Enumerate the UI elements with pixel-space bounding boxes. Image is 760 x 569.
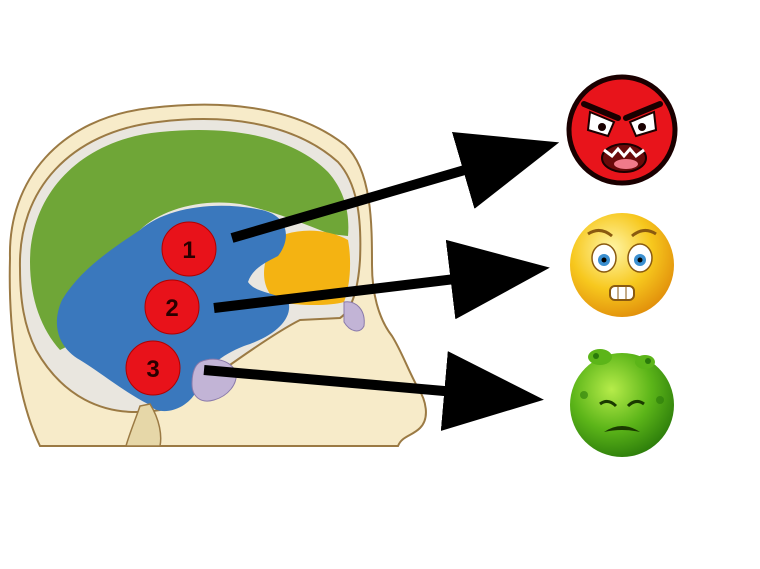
head-illustration xyxy=(10,105,426,446)
scared-face-icon xyxy=(570,213,674,317)
marker-label-1: 1 xyxy=(182,237,195,264)
marker-3: 3 xyxy=(126,341,180,395)
marker-label-3: 3 xyxy=(146,356,159,383)
marker-2: 2 xyxy=(145,280,199,334)
marker-label-2: 2 xyxy=(165,295,178,322)
angry-face-icon xyxy=(569,77,675,183)
marker-1: 1 xyxy=(162,222,216,276)
sick-face-icon xyxy=(570,349,674,457)
